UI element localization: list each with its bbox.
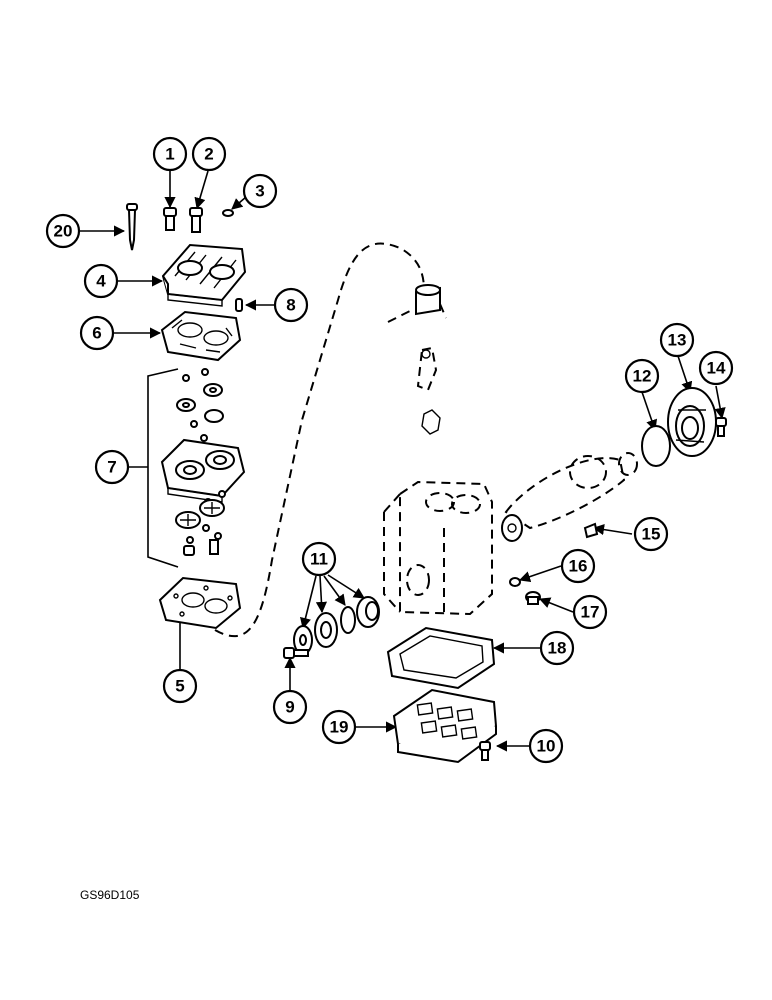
compressor-body-part	[383, 480, 493, 616]
callout-5-label: 5	[175, 677, 184, 696]
callout-10-label: 10	[537, 737, 556, 756]
callout-12: 12	[624, 358, 660, 394]
callout-3: 3	[242, 173, 278, 209]
cylinder-head-part	[161, 243, 247, 307]
leader-lines	[80, 170, 726, 752]
callout-2-label: 2	[204, 145, 213, 164]
callout-20: 20	[45, 213, 81, 249]
base-gasket-part	[386, 626, 496, 690]
callout-4-label: 4	[96, 272, 106, 291]
callout-6-label: 6	[92, 324, 101, 343]
crankshaft-part	[501, 452, 638, 542]
callout-7: 7	[94, 449, 130, 485]
callout-1: 1	[152, 136, 188, 172]
callout-16: 16	[560, 548, 596, 584]
callout-2: 2	[191, 136, 227, 172]
callout-6: 6	[79, 315, 115, 351]
callout-3-label: 3	[255, 182, 264, 201]
base-plate-part	[392, 688, 498, 764]
callout-20-label: 20	[54, 222, 73, 241]
callout-15-label: 15	[642, 525, 661, 544]
callout-11-label: 11	[310, 550, 328, 569]
seal-cover-part	[667, 387, 717, 457]
dowel-part	[235, 298, 243, 312]
callout-13: 13	[659, 322, 695, 358]
drawing-code: GS96D105	[80, 888, 140, 902]
callout-12-label: 12	[633, 367, 652, 386]
callout-17: 17	[572, 594, 608, 630]
base-bolt-part	[479, 741, 491, 761]
callout-18-label: 18	[548, 639, 567, 658]
callout-17-label: 17	[581, 603, 600, 622]
callout-10: 10	[528, 728, 564, 764]
callout-11: 11	[301, 541, 337, 577]
callout-14-label: 14	[707, 359, 726, 378]
callout-16-label: 16	[569, 557, 588, 576]
callout-14: 14	[698, 350, 734, 386]
callout-8: 8	[273, 287, 309, 323]
callout-15: 15	[633, 516, 669, 552]
snap-ring-part	[641, 425, 671, 467]
callout-18: 18	[539, 630, 575, 666]
callout-13-label: 13	[668, 331, 687, 350]
plug-and-washer-parts	[509, 577, 541, 605]
pin-part	[126, 203, 138, 251]
callout-4: 4	[83, 263, 119, 299]
seal-assembly-parts	[293, 596, 380, 655]
callout-7-label: 7	[107, 458, 116, 477]
bolt-part	[283, 647, 309, 659]
o-ring-part	[222, 209, 234, 217]
screw-parts	[163, 207, 203, 233]
valve-plate-assembly	[160, 368, 246, 556]
callout-9: 9	[272, 689, 308, 725]
callout-1-label: 1	[165, 145, 174, 164]
valve-gasket-part	[158, 576, 242, 630]
piston-and-rod-parts	[415, 284, 441, 435]
callout-9-label: 9	[285, 698, 294, 717]
callout-5: 5	[162, 668, 198, 704]
callout-8-label: 8	[286, 296, 295, 315]
head-gasket-part	[160, 310, 242, 362]
key-part	[583, 522, 599, 539]
callout-19: 19	[321, 709, 357, 745]
cover-screw-part	[715, 417, 727, 437]
callout-19-label: 19	[330, 718, 349, 737]
